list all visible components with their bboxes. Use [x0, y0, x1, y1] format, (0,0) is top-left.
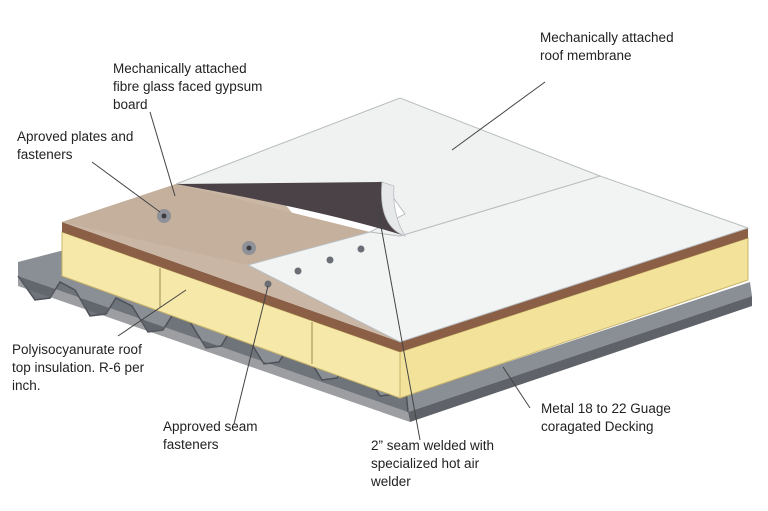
gypsum-board-label: Mechanically attached fibre glass faced … — [113, 61, 263, 112]
membrane-label: Mechanically attached roof membrane — [540, 30, 674, 63]
board-edge — [62, 222, 748, 352]
insulation-layer — [61, 231, 749, 399]
seam-weld-label: 2” seam welded with specialized hot air … — [371, 438, 495, 489]
decking-label: Metal 18 to 22 Guage coragated Decking — [541, 401, 671, 434]
fasteners — [157, 209, 365, 288]
roof-membrane — [175, 97, 750, 343]
gypsum-board-surface-2 — [62, 184, 370, 265]
plates-fasteners-label: Aproved plates and fasteners — [17, 129, 134, 162]
insulation-label: Polyisocyanurate roof top insulation. R-… — [12, 342, 145, 393]
seam-fasteners-label: Approved seam fasteners — [163, 419, 258, 452]
leader-lines — [91, 81, 546, 441]
